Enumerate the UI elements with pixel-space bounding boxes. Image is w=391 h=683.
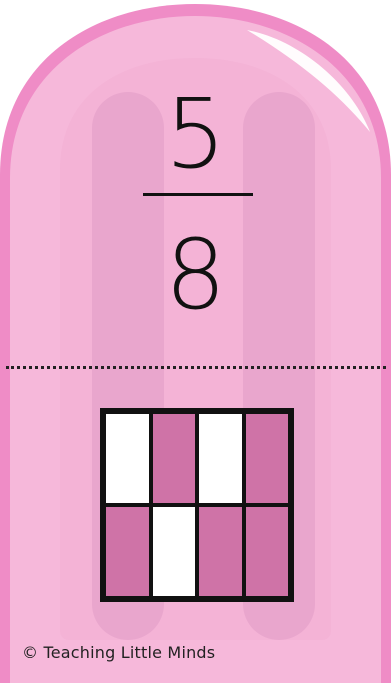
unshaded-cell xyxy=(197,412,244,505)
fraction-numerator: 5 xyxy=(0,86,391,182)
shaded-cell xyxy=(151,412,198,505)
unshaded-cell xyxy=(151,505,198,598)
shaded-cell xyxy=(197,505,244,598)
shaded-cell xyxy=(244,412,291,505)
dotted-cut-line xyxy=(6,366,386,369)
shaded-cell xyxy=(244,505,291,598)
fraction-denominator: 8 xyxy=(0,227,391,323)
copyright-text: © Teaching Little Minds xyxy=(22,643,215,662)
shaded-cell xyxy=(104,505,151,598)
unshaded-cell xyxy=(104,412,151,505)
fraction-model-grid xyxy=(100,408,294,602)
fraction-bar xyxy=(143,193,253,196)
